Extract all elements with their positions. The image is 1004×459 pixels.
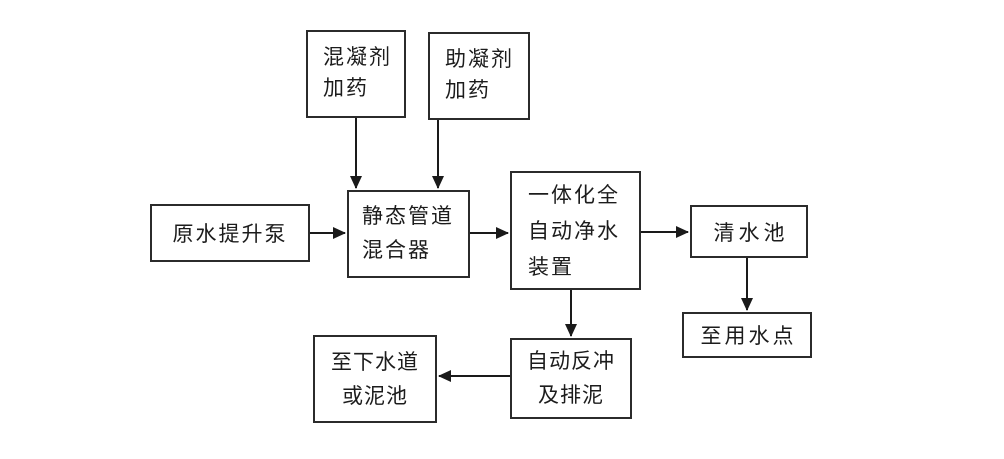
node-auto-backwash-sludge: 自动反冲 及排泥 — [510, 338, 632, 419]
node-integrated-purifier: 一体化全 自动净水 装置 — [510, 171, 641, 290]
node-sewer-or-mud-pool: 至下水道 或泥池 — [313, 335, 437, 423]
node-raw-water-pump: 原水提升泵 — [150, 204, 310, 262]
node-coagulant-dosing: 混凝剂 加药 — [306, 30, 406, 118]
node-static-pipe-mixer: 静态管道 混合器 — [347, 190, 470, 278]
node-coagulant-aid-dosing: 助凝剂 加药 — [428, 32, 530, 120]
node-water-use-point: 至用水点 — [682, 312, 812, 358]
node-clean-water-tank: 清水池 — [690, 205, 808, 258]
